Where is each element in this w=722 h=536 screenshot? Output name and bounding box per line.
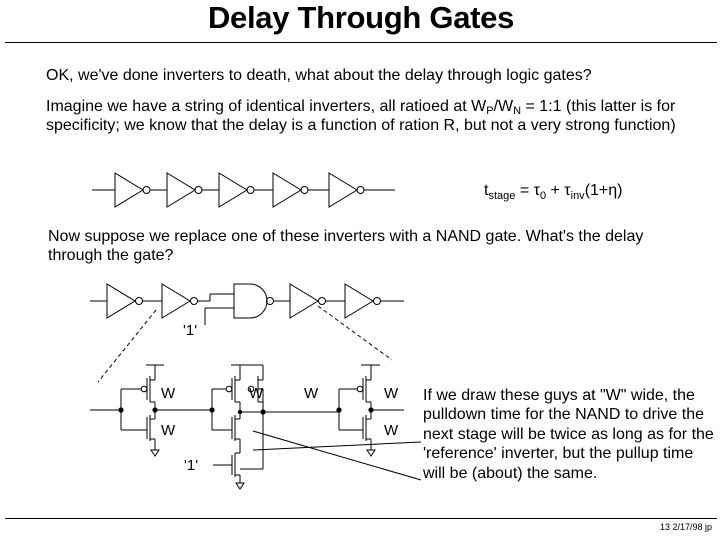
input-one-label-top: '1' xyxy=(183,322,197,339)
eq-tail: (1+η) xyxy=(584,182,623,199)
ratio-paragraph: Imagine we have a string of identical in… xyxy=(46,97,686,135)
w-label-nand-pmos-a: W xyxy=(249,385,264,402)
eq-sub-0: 0 xyxy=(539,190,547,202)
inverter-chain xyxy=(92,172,395,208)
intro-paragraph: OK, we've done inverters to death, what … xyxy=(46,67,592,84)
sizing-explanation: If we draw these guys at "W" wide, the p… xyxy=(423,387,714,482)
ratio-text-pre: Imagine we have a string of identical in… xyxy=(46,98,487,115)
footer-rule xyxy=(5,518,717,519)
eq-plus: + τ xyxy=(546,182,571,199)
eq-t: t xyxy=(484,182,489,199)
transistor-schematic xyxy=(90,364,422,490)
nand-question-paragraph: Now suppose we replace one of these inve… xyxy=(48,228,644,264)
nand-gate-body xyxy=(233,283,268,319)
slide-footer: 13 2/17/98 jp xyxy=(659,522,712,532)
ratio-text-slash: /W xyxy=(493,98,514,115)
w-label-nand-pmos-b: W xyxy=(304,385,319,402)
w-label-inv1-nmos: W xyxy=(161,422,176,439)
ratio-sub-p: P xyxy=(486,105,494,117)
eq-mid: = τ xyxy=(515,182,540,199)
w-label-load-pmos: W xyxy=(384,385,399,402)
w-label-inv1-pmos: W xyxy=(161,385,176,402)
zoom-line-left xyxy=(97,309,157,383)
page-title: Delay Through Gates xyxy=(207,0,515,35)
nand-chain xyxy=(90,283,404,325)
input-one-label-bottom: '1' xyxy=(184,457,198,474)
zoom-line-right xyxy=(317,305,393,361)
title-rule xyxy=(5,42,717,43)
eq-sub-stage: stage xyxy=(488,190,516,202)
eq-sub-inv: inv xyxy=(570,190,585,202)
junction-dots xyxy=(118,407,374,415)
w-label-load-nmos: W xyxy=(384,422,399,439)
ratio-text-post: = 1:1 (this latter is for specificity; w… xyxy=(46,98,676,134)
ratio-sub-n: N xyxy=(513,105,522,117)
stage-delay-equation: tstage = τ0 + τinv(1+η) xyxy=(484,181,623,202)
